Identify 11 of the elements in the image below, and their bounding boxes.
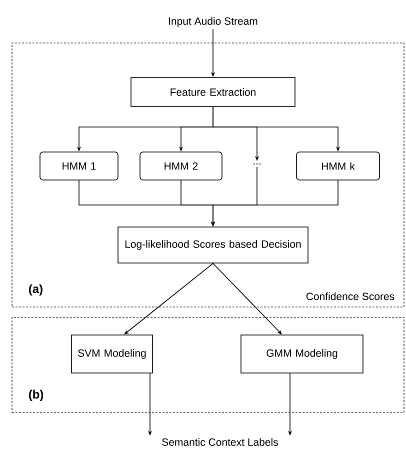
process-box: GMM Modeling xyxy=(240,334,364,374)
annotation-label: Confidence Scores xyxy=(306,292,394,300)
model-box: HMM k xyxy=(296,152,380,180)
model-box: HMM 2 xyxy=(140,152,222,180)
text-label: Semantic Context Labels xyxy=(162,438,278,446)
process-box: Log-likelihood Scores based Decision xyxy=(118,226,308,264)
model-box: HMM 1 xyxy=(40,152,118,180)
process-box: SVM Modeling xyxy=(71,334,153,374)
text-label: ... xyxy=(254,163,260,165)
process-box: Feature Extraction xyxy=(130,77,296,107)
text-label: Input Audio Stream xyxy=(169,17,258,27)
